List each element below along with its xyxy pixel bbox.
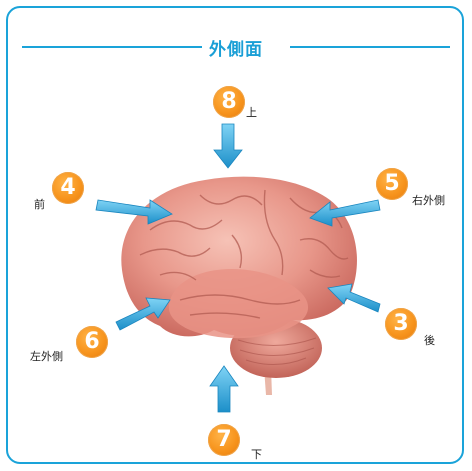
view-badge-left-lateral: 6 [76,326,108,358]
view-label-front: 前 [34,196,45,212]
arrow-top [214,124,242,168]
view-label-left-lateral: 左外側 [30,348,63,364]
view-label-right-lateral: 右外側 [412,192,445,208]
view-badge-back: 3 [385,308,417,340]
view-label-bottom: 下 [251,446,262,462]
arrow-bottom [210,366,238,412]
view-label-top: 上 [246,104,257,120]
view-badge-top: 8 [213,86,245,118]
view-badge-front: 4 [52,172,84,204]
view-label-back: 後 [424,332,435,348]
view-badge-bottom: 7 [208,424,240,456]
view-badge-right-lateral: 5 [376,168,408,200]
